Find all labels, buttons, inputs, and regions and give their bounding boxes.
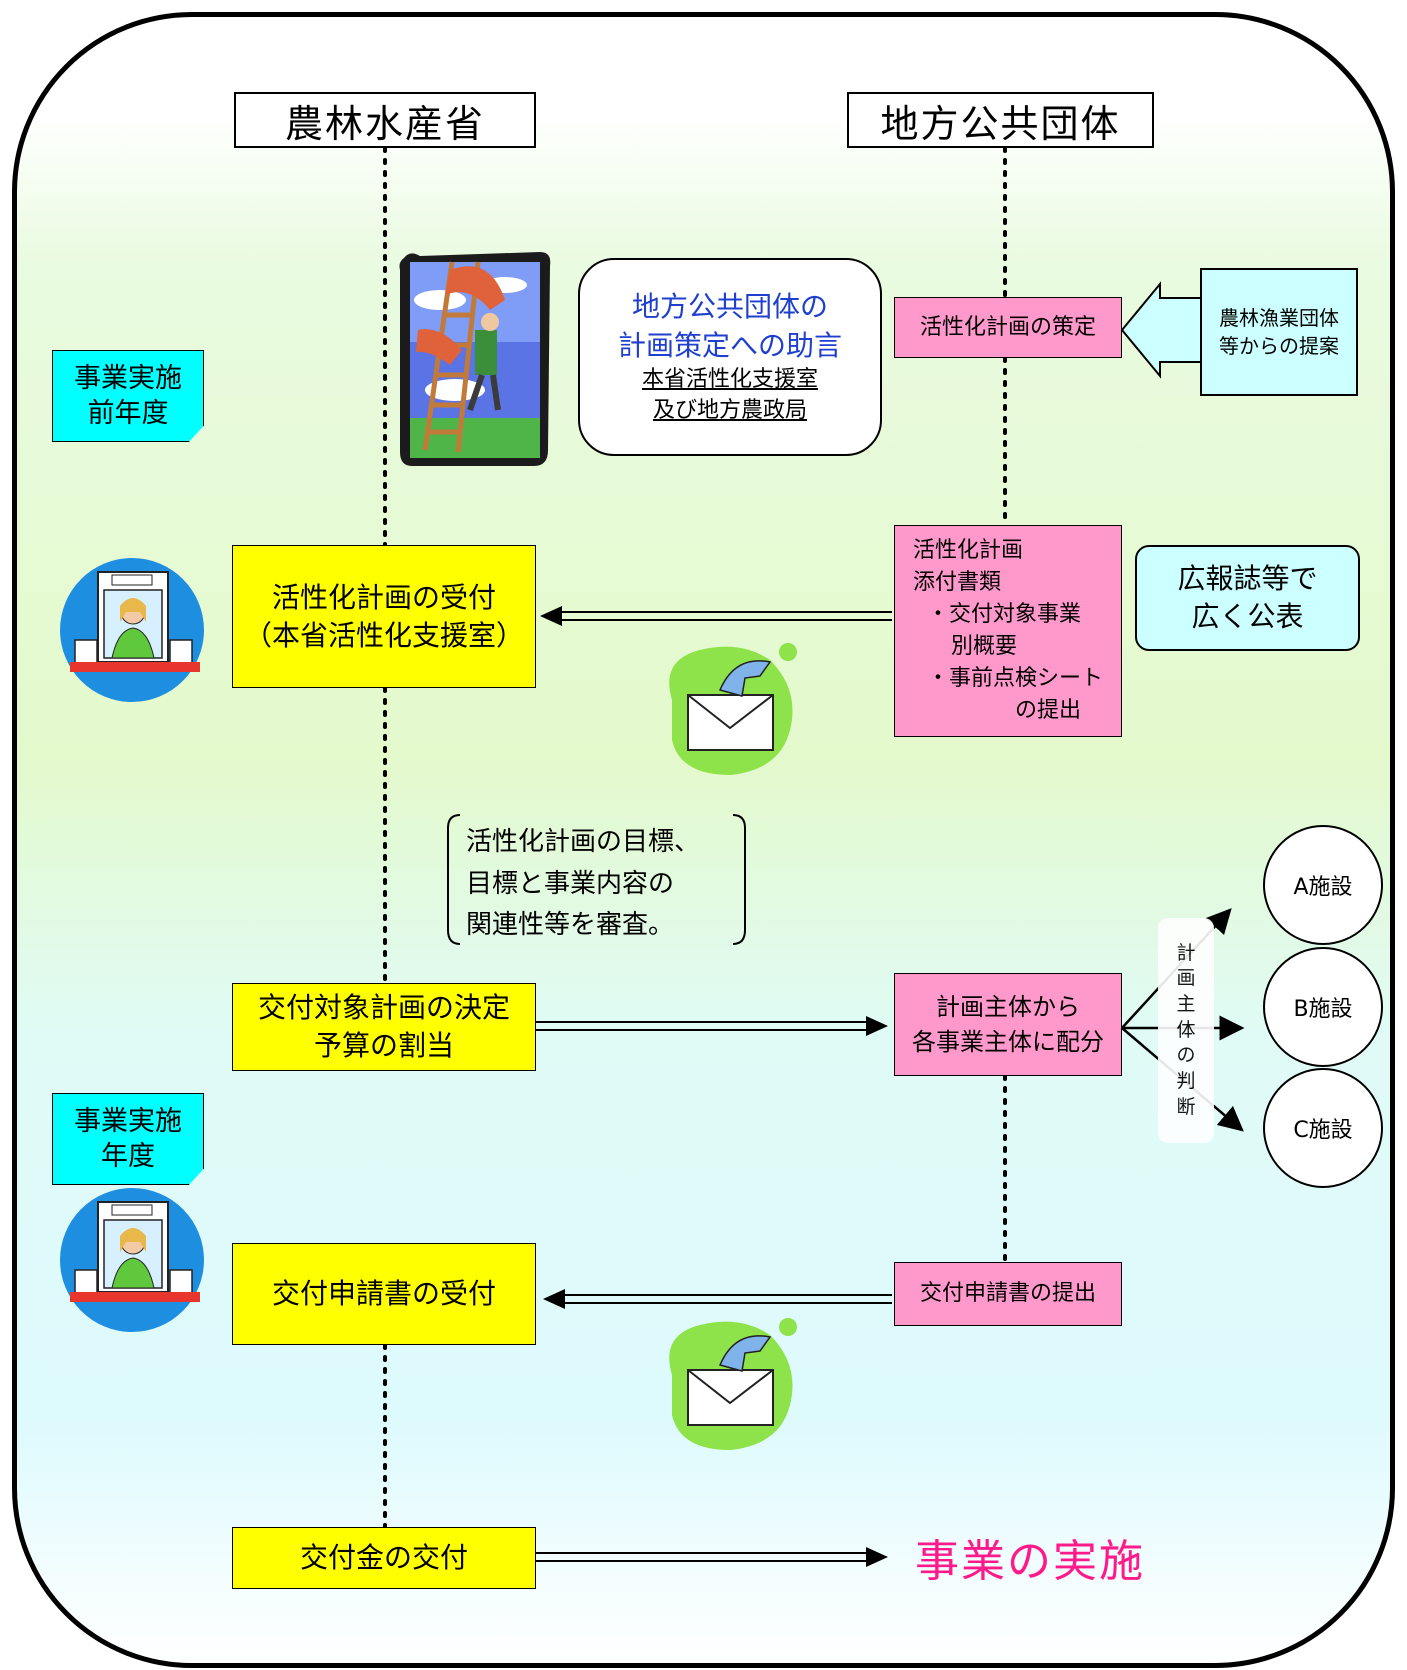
reception-text: （本省活性化支援室）	[243, 618, 524, 652]
judgment-char: 計	[1176, 941, 1196, 964]
review-text: 目標と事業内容の	[466, 868, 675, 899]
mail-envelope-icon	[669, 643, 797, 775]
period-label-text: 年度	[101, 1141, 155, 1172]
period-label-text: 前年度	[87, 398, 169, 429]
plan-reception-box: 活性化計画の受付 （本省活性化支援室）	[232, 545, 536, 688]
submission-line: の提出	[1015, 697, 1082, 723]
grant-payment-box: 交付金の交付	[232, 1527, 536, 1589]
advice-source: 本省活性化支援室	[641, 367, 818, 393]
period-label-before: 事業実施 前年度	[52, 350, 204, 442]
facility-a: A施設	[1263, 825, 1383, 945]
review-text: 関連性等を審査。	[466, 910, 675, 941]
publicize-text: 広報誌等で	[1177, 562, 1318, 596]
proposal-text: 等からの提案	[1219, 334, 1339, 358]
submission-line: 添付書類	[913, 570, 1002, 596]
implementation-label: 事業の実施	[915, 1536, 1145, 1587]
judgment-char: 画	[1176, 967, 1196, 990]
review-text: 活性化計画の目標、	[466, 827, 701, 857]
facility-c: C施設	[1263, 1068, 1383, 1188]
arrow-submit-plan	[540, 606, 562, 626]
ministry-header: 農林水産省	[234, 92, 536, 148]
decision-text: 交付対象計画の決定	[257, 991, 510, 1025]
decision-text: 予算の割当	[313, 1029, 454, 1062]
distribute-text: 計画主体から	[936, 992, 1080, 1021]
judgment-char: の	[1176, 1044, 1196, 1067]
judgment-char: 主	[1176, 993, 1196, 1016]
advice-source: 及び地方農政局	[652, 398, 807, 424]
judgment-char: 判	[1176, 1069, 1196, 1092]
reception-text: 活性化計画の受付	[271, 580, 496, 614]
ladder-climb-clipart-icon	[399, 252, 551, 466]
arrow-submit-application	[543, 1289, 565, 1309]
plan-formulation-box: 活性化計画の策定	[894, 297, 1122, 358]
arrow-implement	[866, 1547, 888, 1567]
distribute-text: 各事業主体に配分	[912, 1027, 1104, 1056]
local-gov-header: 地方公共団体	[847, 92, 1154, 148]
period-label-during: 事業実施 年度	[52, 1093, 204, 1185]
distribute-box: 計画主体から 各事業主体に配分	[894, 973, 1122, 1076]
facility-b: B施設	[1263, 947, 1383, 1067]
arrow-allocate	[866, 1016, 888, 1036]
proposal-box: 農林漁業団体 等からの提案	[1200, 268, 1358, 396]
submission-line: 別概要	[951, 634, 1018, 659]
publicize-box: 広報誌等で 広く公表	[1135, 545, 1360, 651]
submission-line: ・事前点検シート	[927, 665, 1104, 691]
publicize-text: 広く公表	[1191, 600, 1304, 633]
judgment-vertical-label: 計 画 主 体 の 判 断	[1158, 918, 1214, 1143]
period-label-text: 事業実施	[74, 1105, 182, 1137]
proposal-text: 農林漁業団体	[1219, 306, 1339, 330]
period-label-text: 事業実施	[74, 362, 182, 394]
advice-bubble: 地方公共団体の 計画策定への助言 本省活性化支援室 及び地方農政局	[578, 258, 882, 456]
proposal-hollow-arrow	[1120, 281, 1200, 379]
reception-clerk-icon	[60, 1188, 204, 1332]
judgment-char: 断	[1176, 1095, 1196, 1118]
submission-line: ・交付対象事業	[927, 602, 1082, 628]
judgment-char: 体	[1176, 1018, 1196, 1041]
advice-title: 地方公共団体の	[631, 290, 828, 324]
plan-submission-box: 活性化計画 添付書類 ・交付対象事業 別概要 ・事前点検シート の提出	[894, 525, 1122, 737]
decision-box: 交付対象計画の決定 予算の割当	[232, 983, 536, 1071]
submission-line: 活性化計画	[913, 538, 1024, 564]
advice-title: 計画策定への助言	[617, 329, 842, 363]
review-note: 活性化計画の目標、 目標と事業内容の 関連性等を審査。	[466, 822, 738, 944]
application-submission-box: 交付申請書の提出	[894, 1262, 1122, 1326]
mail-envelope-icon	[669, 1318, 797, 1450]
reception-clerk-icon	[60, 558, 204, 702]
application-reception-box: 交付申請書の受付	[232, 1243, 536, 1345]
